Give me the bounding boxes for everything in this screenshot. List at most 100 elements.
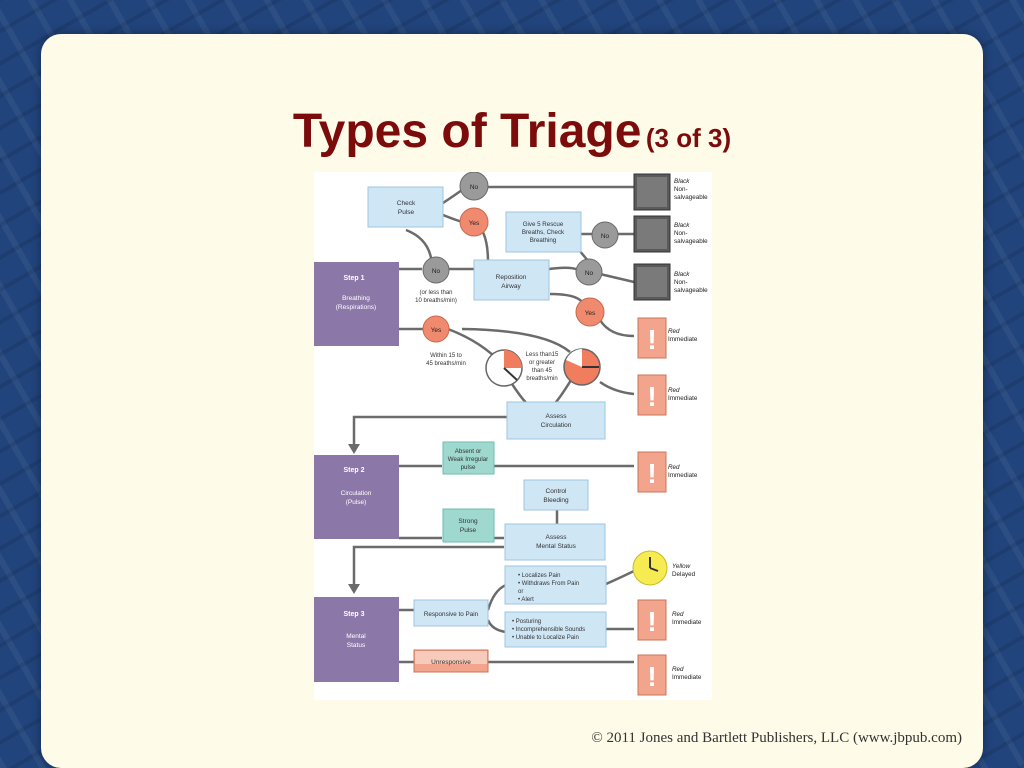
svg-text:Immediate: Immediate — [672, 619, 702, 626]
step-3-title: Step 3 — [343, 611, 364, 618]
absent-pulse-line-1: Absent or — [455, 448, 481, 455]
arrowheads — [348, 444, 360, 594]
control-bleeding-box: Control Bleeding — [523, 479, 589, 511]
step-2-title: Step 2 — [343, 467, 364, 474]
svg-text:Non-: Non- — [674, 186, 688, 193]
svg-text:Immediate: Immediate — [672, 674, 702, 681]
strong-pulse-line-2: Pulse — [460, 527, 477, 534]
note-outside-line-2: or greater — [529, 360, 555, 366]
reposition-line-2: Airway — [501, 283, 521, 290]
rescue-line-1: Give 5 Rescue — [523, 221, 564, 228]
title-suffix: (3 of 3) — [645, 123, 732, 153]
svg-text:Red: Red — [668, 328, 680, 335]
title-main: Types of Triage — [292, 105, 642, 158]
no-circle-rescue: No — [591, 221, 619, 249]
step-3-sub1: Mental — [346, 633, 366, 640]
red-tag-2: ! Red Immediate — [637, 374, 698, 416]
posturing-line-2: • Incomprehensible Sounds — [512, 627, 585, 633]
svg-text:salvageable: salvageable — [674, 238, 708, 245]
triage-flowchart-figure: Step 1 Breathing (Respirations) Step 2 C… — [314, 172, 712, 700]
svg-text:Red: Red — [668, 387, 680, 394]
triage-flowchart: Step 1 Breathing (Respirations) Step 2 C… — [314, 172, 708, 696]
red-tag-1: ! Red Immediate — [637, 317, 698, 359]
check-pulse-box: Check Pulse — [367, 186, 444, 228]
note-outside-line-1: Less than15 — [526, 352, 559, 358]
svg-text:Yes: Yes — [431, 327, 442, 334]
assess-circulation-line-1: Assess — [546, 413, 568, 420]
svg-text:Black: Black — [674, 271, 690, 278]
black-tag-3: Black Non- salvageable — [633, 263, 708, 301]
svg-text:Yes: Yes — [585, 310, 596, 317]
step-3-box: Step 3 Mental Status — [314, 597, 399, 682]
svg-text:No: No — [470, 184, 479, 191]
localizes-line-1: • Localizes Pain — [518, 573, 560, 579]
svg-text:!: ! — [647, 606, 656, 637]
localizes-pain-box: • Localizes Pain • Withdraws From Pain o… — [504, 565, 607, 605]
control-bleeding-line-2: Bleeding — [543, 497, 569, 504]
assess-mental-line-2: Mental Status — [536, 543, 576, 550]
assess-mental-status-box: Assess Mental Status — [504, 523, 606, 561]
svg-text:Non-: Non- — [674, 230, 688, 237]
reposition-line-1: Reposition — [496, 274, 527, 281]
no-circle-top: No — [459, 172, 489, 201]
unresponsive-box: Unresponsive — [413, 649, 489, 673]
absent-pulse-box: Absent or Weak Irregular pulse — [442, 441, 495, 475]
localizes-line-4: • Alert — [518, 597, 534, 603]
absent-pulse-line-3: pulse — [461, 464, 476, 471]
svg-text:salvageable: salvageable — [674, 287, 708, 294]
step-2-box: Step 2 Circulation (Pulse) — [314, 455, 399, 539]
step-1-sub1: Breathing — [342, 295, 370, 302]
note-outside-line-4: breaths/min — [526, 376, 557, 382]
localizes-line-2: • Withdraws From Pain — [518, 581, 579, 587]
yes-circle-pulse: Yes — [459, 207, 489, 237]
svg-text:!: ! — [647, 381, 656, 412]
localizes-line-3: or — [518, 589, 523, 595]
note-outside-line-3: than 45 — [532, 368, 553, 374]
copyright-notice: © 2011 Jones and Bartlett Publishers, LL… — [591, 730, 962, 746]
rescue-breaths-box: Give 5 Rescue Breaths, Check Breathing — [505, 211, 582, 253]
posturing-line-1: • Posturing — [512, 619, 541, 625]
yellow-tag: Yellow Delayed — [632, 550, 696, 586]
black-tag-1: Black Non- salvageable — [633, 173, 708, 211]
svg-text:!: ! — [647, 458, 656, 489]
note-less-than-10-line-1: (or less than — [419, 290, 452, 296]
check-pulse-line-2: Pulse — [398, 209, 415, 216]
unresponsive-label: Unresponsive — [431, 659, 471, 666]
svg-text:!: ! — [647, 324, 656, 355]
responsive-to-pain-box: Responsive to Pain — [413, 599, 489, 627]
posturing-line-3: • Unable to Localize Pain — [512, 635, 579, 641]
svg-text:No: No — [585, 270, 594, 277]
svg-text:Red: Red — [672, 611, 684, 618]
assess-mental-line-1: Assess — [546, 534, 568, 541]
red-tag-5: ! Red Immediate — [637, 654, 702, 696]
svg-text:Non-: Non- — [674, 279, 688, 286]
rescue-line-2: Breaths, Check — [522, 229, 565, 236]
svg-text:Immediate: Immediate — [668, 395, 698, 402]
rescue-line-3: Breathing — [530, 237, 557, 244]
gauge-normal-rate — [485, 349, 523, 387]
no-circle-reposition: No — [575, 258, 603, 286]
step-1-sub2: (Respirations) — [336, 304, 376, 311]
strong-pulse-line-1: Strong — [458, 518, 478, 525]
svg-text:Delayed: Delayed — [672, 571, 696, 578]
assess-circulation-line-2: Circulation — [541, 422, 572, 429]
note-less-than-10-line-2: 10 breaths/min) — [415, 298, 457, 304]
step-2-sub1: Circulation — [341, 490, 372, 497]
step-1-box: Step 1 Breathing (Respirations) — [314, 262, 399, 346]
posturing-box: • Posturing • Incomprehensible Sounds • … — [504, 611, 607, 648]
svg-text:Black: Black — [674, 178, 690, 185]
absent-pulse-line-2: Weak Irregular — [448, 456, 488, 463]
note-within-line-1: Within 15 to — [430, 353, 462, 359]
slide-title: Types of Triage (3 of 3) — [0, 104, 1024, 159]
step-1-title: Step 1 — [343, 275, 364, 282]
note-within-line-2: 45 breaths/min — [426, 361, 466, 367]
svg-text:Red: Red — [668, 464, 680, 471]
control-bleeding-line-1: Control — [546, 488, 568, 495]
svg-text:Black: Black — [674, 222, 690, 229]
check-pulse-line-1: Check — [397, 200, 416, 207]
red-tag-4: ! Red Immediate — [637, 599, 702, 641]
black-tag-2: Black Non- salvageable — [633, 215, 708, 253]
gauge-abnormal-rate — [563, 348, 601, 386]
reposition-airway-box: Reposition Airway — [473, 259, 550, 301]
yes-circle-reposition: Yes — [575, 297, 605, 327]
